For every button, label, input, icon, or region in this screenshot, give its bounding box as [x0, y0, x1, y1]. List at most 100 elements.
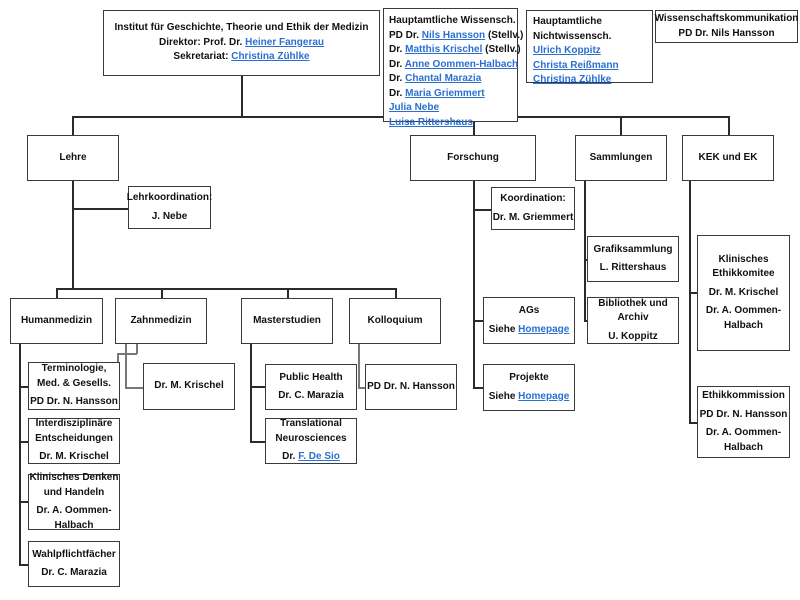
- committee-person: Halbach: [724, 441, 763, 453]
- course-title: Neurosciences: [275, 432, 347, 444]
- dept-title: Forschung: [447, 151, 499, 163]
- director-link[interactable]: Heiner Fangerau: [245, 36, 325, 48]
- course-public-health: Public Health Dr. C. Marazia: [265, 364, 357, 410]
- connector: [125, 344, 127, 387]
- committee-person: Dr. M. Krischel: [708, 286, 779, 298]
- staff-link[interactable]: Julia Nebe: [389, 102, 440, 113]
- staff-member: Dr. Matthis Krischel (Stellv.): [389, 44, 521, 57]
- course-person: Dr. C. Marazia: [41, 567, 107, 578]
- connector: [19, 344, 21, 565]
- staff-member: Dr. Anne Oommen-Halbach: [389, 59, 518, 72]
- dept-kek: KEK und EK: [682, 135, 774, 181]
- staff-prefix: PD Dr.: [389, 29, 420, 41]
- connector: [161, 288, 163, 298]
- course-title: Public Health: [279, 371, 343, 383]
- science-communication-person: PD Dr. Nils Hansson: [678, 27, 775, 39]
- collection-bibliothek: Bibliothek und Archiv U. Koppitz: [587, 297, 679, 344]
- dept-title: KEK und EK: [698, 151, 758, 163]
- program-zahnmedizin: Zahnmedizin: [115, 298, 207, 344]
- connector: [473, 181, 475, 388]
- course-title: und Handeln: [43, 486, 105, 498]
- connector: [395, 288, 397, 298]
- connector: [584, 320, 587, 322]
- person-link[interactable]: F. De Sio: [298, 451, 340, 463]
- staff-prefix: Dr.: [389, 73, 403, 84]
- staff-link[interactable]: Nils Hansson: [421, 29, 486, 41]
- dept-title: Lehre: [59, 151, 87, 163]
- program-title: Masterstudien: [253, 314, 321, 326]
- course-person: Dr. C. Marazia: [278, 390, 344, 401]
- staff-link[interactable]: Luisa Rittershaus: [389, 116, 473, 128]
- connector: [72, 116, 74, 135]
- connector: [117, 353, 137, 355]
- research-see-line: Siehe Homepage: [489, 391, 570, 404]
- connector: [689, 422, 697, 424]
- committee-person: Dr. A. Oommen-: [705, 305, 782, 317]
- coordination-label: Lehrkoordination:: [126, 192, 213, 203]
- staff-suffix: (Stellv.): [485, 44, 521, 55]
- connector: [584, 181, 586, 321]
- scientific-staff-heading: Hauptamtliche Wissensch.: [389, 15, 516, 26]
- research-title: Projekte: [509, 372, 549, 383]
- staff-link[interactable]: Matthis Krischel: [405, 44, 483, 55]
- staff-link[interactable]: Maria Griemmert: [405, 87, 485, 99]
- person-prefix: Dr.: [282, 451, 296, 463]
- connector: [250, 386, 265, 388]
- dept-sammlungen: Sammlungen: [575, 135, 667, 181]
- see-label: Siehe: [488, 323, 516, 335]
- connector: [250, 441, 265, 443]
- staff-suffix: (Stellv.): [487, 29, 524, 41]
- course-person: Halbach: [54, 519, 94, 531]
- connector: [728, 116, 730, 135]
- staff-link[interactable]: Christa Reißmann: [533, 59, 619, 71]
- connector: [250, 344, 252, 442]
- connector: [125, 387, 143, 389]
- homepage-link[interactable]: Homepage: [518, 323, 570, 335]
- course-title: Klinisches Denken: [29, 472, 119, 483]
- collection-person: U. Koppitz: [608, 330, 658, 342]
- collection-title: Grafiksammlung: [593, 243, 673, 255]
- course-person: Dr. M. Krischel: [39, 451, 109, 463]
- staff-link[interactable]: Chantal Marazia: [405, 73, 482, 84]
- non-scientific-staff-box: Hauptamtliche Nichtwissensch. Ulrich Kop…: [526, 10, 653, 85]
- connector: [358, 344, 360, 387]
- director-line: Direktor: Prof. Dr. Heiner Fangerau: [159, 37, 324, 50]
- program-title: Zahnmedizin: [130, 314, 192, 326]
- connector: [473, 320, 483, 322]
- institute-title: Institut für Geschichte, Theorie und Eth…: [114, 22, 369, 34]
- course-person: Dr. M. Krischel: [154, 380, 224, 392]
- non-scientific-heading: Nichtwissensch.: [533, 30, 612, 42]
- connector: [584, 259, 587, 261]
- course-klinisches-denken: Klinisches Denken und Handeln Dr. A. Oom…: [28, 472, 120, 531]
- coordination-label: Koordination:: [500, 193, 566, 204]
- homepage-link[interactable]: Homepage: [518, 390, 570, 402]
- collection-grafik: Grafiksammlung L. Rittershaus: [587, 236, 679, 282]
- science-communication-heading: Wissenschaftskommunikation: [654, 13, 799, 24]
- committee-title: Ethikkommission: [702, 390, 785, 401]
- course-person-line: Dr. F. De Sio: [282, 451, 340, 464]
- research-projekte: Projekte Siehe Homepage: [483, 364, 575, 411]
- staff-member: PD Dr. Nils Hansson (Stellv.): [389, 30, 523, 43]
- course-title: Entscheidungen: [35, 432, 113, 444]
- connector: [689, 292, 697, 294]
- course-title: Translational: [280, 418, 342, 430]
- staff-prefix: Dr.: [389, 87, 403, 99]
- course-title: Interdisziplinäre: [35, 418, 113, 430]
- staff-link[interactable]: Ulrich Koppitz: [533, 45, 601, 56]
- staff-link[interactable]: Anne Oommen-Halbach: [404, 58, 519, 70]
- dept-title: Sammlungen: [589, 151, 653, 163]
- connector: [56, 288, 396, 290]
- connector: [473, 387, 483, 389]
- staff-member: Dr. Chantal Marazia: [389, 73, 481, 86]
- course-translational: Translational Neurosciences Dr. F. De Si…: [265, 418, 357, 464]
- see-label: Siehe: [488, 390, 516, 402]
- program-humanmedizin: Humanmedizin: [10, 298, 103, 344]
- coordination-person: Dr. M. Griemmert: [492, 211, 574, 223]
- secretariat-link[interactable]: Christina Zühlke: [231, 51, 310, 63]
- connector: [473, 209, 491, 211]
- institute-box: Institut für Geschichte, Theorie und Eth…: [103, 10, 380, 76]
- connector: [19, 386, 28, 388]
- committee-title: Ethikkomitee: [712, 268, 775, 280]
- connector: [56, 288, 58, 298]
- staff-link[interactable]: Christina Zühlke: [533, 74, 612, 85]
